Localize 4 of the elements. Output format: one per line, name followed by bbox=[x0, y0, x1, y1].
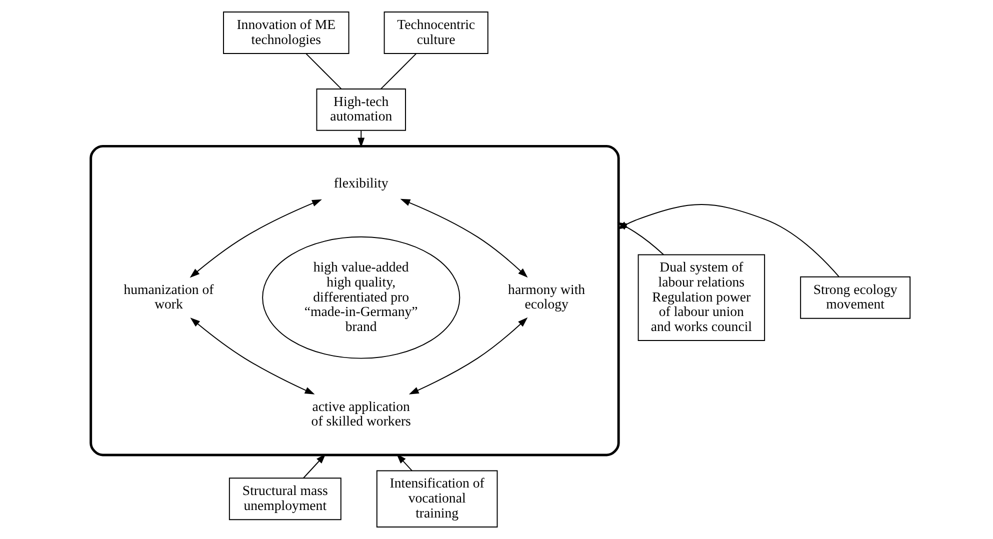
node-text: flexibility bbox=[334, 175, 388, 190]
node-text: active application of skilled workers bbox=[311, 398, 411, 429]
node-text: humanization of work bbox=[124, 282, 214, 312]
node-text: harmony with ecology bbox=[508, 282, 586, 312]
